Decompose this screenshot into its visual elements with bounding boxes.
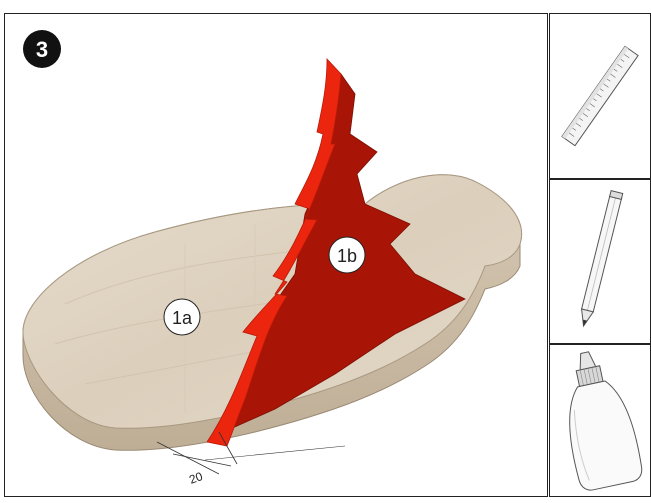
label-1b: 1b bbox=[328, 236, 366, 274]
label-1a-text: 1a bbox=[172, 308, 193, 328]
tool-cell-ruler bbox=[549, 13, 651, 179]
step-badge: 3 bbox=[23, 30, 61, 68]
label-1a: 1a bbox=[163, 298, 201, 336]
ruler-icon bbox=[561, 45, 639, 147]
dimension-annotation: 20 bbox=[156, 431, 346, 487]
label-1b-text: 1b bbox=[337, 246, 357, 266]
tool-cell-pencil bbox=[549, 179, 651, 344]
assembly-illustration: 20 1a 1b 3 bbox=[4, 13, 548, 497]
dimension-value: 20 bbox=[187, 469, 205, 487]
pencil-icon bbox=[580, 190, 624, 328]
step-number: 3 bbox=[36, 37, 48, 62]
tool-cell-glue bbox=[549, 344, 651, 497]
assembly-drawing: 20 1a 1b 3 bbox=[22, 30, 523, 487]
glue-bottle-icon bbox=[569, 351, 643, 491]
tools-panel bbox=[549, 13, 651, 497]
